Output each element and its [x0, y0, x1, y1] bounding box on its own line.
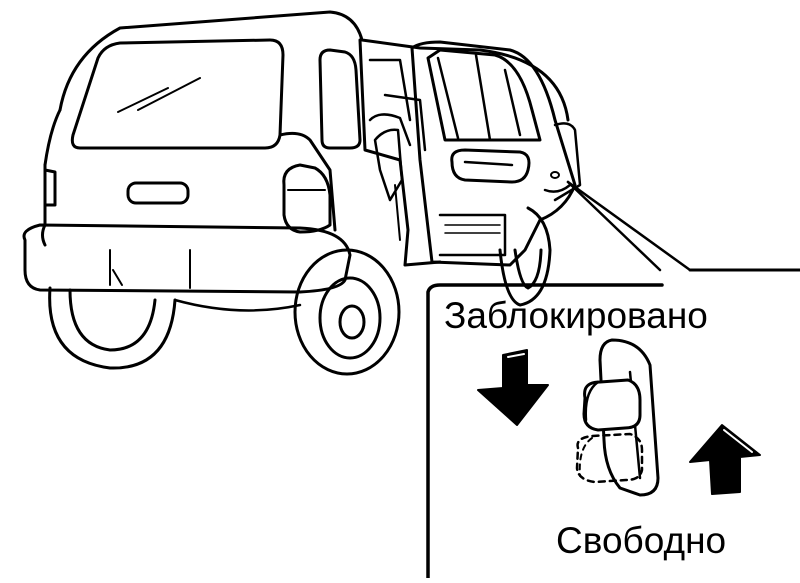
front-wheel: [498, 206, 552, 307]
callout-box: [426, 283, 664, 580]
child-lock-knob-icon: [575, 338, 660, 497]
child-lock-location: [550, 171, 560, 179]
roof-outline: [58, 10, 570, 122]
free-label: Свободно: [556, 520, 727, 561]
side-window: [318, 48, 362, 150]
rear-wheel: [48, 286, 177, 370]
arrow-up-icon: [689, 424, 761, 495]
open-rear-door: [410, 40, 577, 267]
callout-leader: [566, 180, 800, 272]
car-illustration: [22, 10, 582, 376]
rear-window: [70, 38, 285, 150]
rear-bumper: [22, 223, 352, 294]
arrow-down-icon: [477, 349, 549, 426]
plate-recess: [126, 181, 190, 205]
inner-door-handle: [450, 148, 531, 184]
locked-label: Заблокировано: [444, 295, 708, 336]
taillight: [282, 163, 332, 234]
right-rear-wheel: [293, 248, 401, 376]
